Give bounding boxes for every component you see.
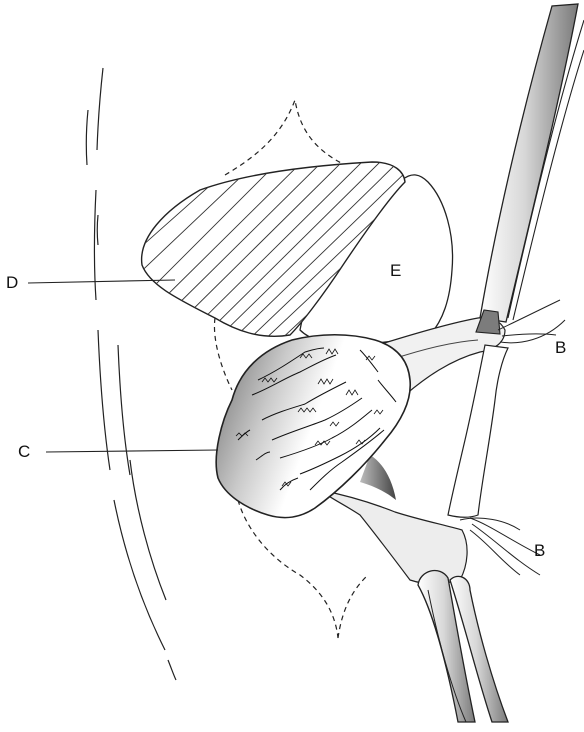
label-b-lower: B: [534, 542, 545, 559]
tissue-column: [448, 345, 508, 517]
label-e: E: [390, 262, 401, 279]
label-c: C: [18, 443, 30, 460]
leader-line-c: [46, 450, 218, 452]
lower-forceps: [418, 571, 508, 722]
forceps-tip: [476, 310, 500, 334]
label-d: D: [6, 274, 18, 291]
label-b-upper: B: [555, 339, 566, 356]
upper-forceps: [476, 4, 584, 334]
body-contour-lines: [86, 68, 176, 680]
lower-fascial-sling: [320, 490, 467, 584]
